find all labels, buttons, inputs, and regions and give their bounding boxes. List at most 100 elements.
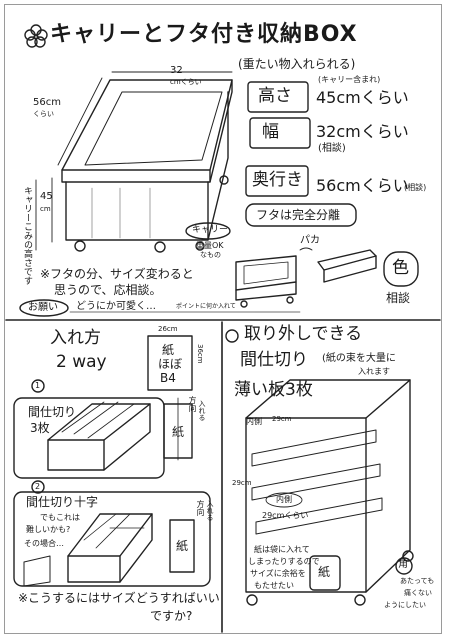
- carry-height-note: キャリーこみの高さです: [22, 186, 32, 285]
- left-subheading: 2 way: [56, 352, 107, 372]
- top-width-unit: cmくらい: [170, 78, 202, 86]
- step2-frame: [13, 491, 211, 587]
- corner-note-1: あたっても: [400, 577, 435, 585]
- lid-note: フタは完全分離: [256, 208, 341, 222]
- inner-label: 内側: [246, 417, 262, 426]
- step2-paper-label: 紙: [176, 539, 189, 553]
- box-body-front: [65, 181, 209, 241]
- request-badge-label: お願い: [28, 302, 58, 313]
- side-dimension: 29cm: [232, 479, 252, 487]
- inner-bottom-value: 29cmくらい: [262, 511, 309, 520]
- lid-inner-panel: [84, 91, 223, 166]
- step2-sub-1: でもこれは: [40, 513, 80, 522]
- height-dim-unit: cm: [40, 205, 51, 213]
- paper-note-3: サイズに余裕を: [250, 569, 306, 578]
- wheel: [74, 240, 86, 252]
- step2-direction: 方向: [196, 500, 205, 516]
- spec-width-value: 32cmくらい: [316, 122, 409, 141]
- carry-callout: [185, 222, 231, 240]
- depth-dim-unit: くらい: [33, 110, 54, 118]
- right-sub-note-2: 入れます: [358, 367, 390, 376]
- spec-height-label: 高さ: [258, 86, 292, 106]
- lid-front-edge: [61, 169, 211, 183]
- spec-height-value: 45cmくらい: [316, 88, 409, 107]
- request-badge: [19, 299, 69, 317]
- height-dim-label: 45: [40, 191, 53, 202]
- step2-paper: [169, 519, 195, 573]
- right-heading: 取り外しできる: [244, 324, 363, 344]
- step1-direction-2: 入れる: [198, 400, 206, 421]
- spec-depth-label: 奥行き: [252, 170, 303, 190]
- top-width-label: 32: [170, 65, 183, 76]
- paper-label-1: 紙: [162, 343, 175, 357]
- step1-marker: [31, 379, 45, 393]
- right-sub-note-1: (紙の束を大量に: [322, 353, 396, 364]
- step1-paper-label: 紙: [172, 425, 185, 439]
- flower-icon: [24, 24, 48, 48]
- corner-note-2: 痛くない: [404, 589, 432, 597]
- box-body-side: [207, 91, 229, 241]
- request-small: ポイントに何か入れて: [176, 303, 236, 310]
- step2-text: 間仕切り十字: [26, 495, 99, 509]
- left-footer-1: ※こうするにはサイズどうすればいい: [18, 591, 220, 605]
- box-lid-top: [61, 79, 233, 171]
- page-title: キャリーとフタ付き収納BOX: [50, 22, 358, 47]
- depth-dim-label: 56cm: [33, 97, 61, 108]
- spec-box-height: [247, 81, 309, 113]
- carry-callout-note-2: なもの: [200, 251, 221, 259]
- spec-width-note: (相談): [318, 143, 346, 154]
- spec-box-depth: [245, 165, 309, 197]
- paper-bag-label: 紙: [318, 565, 331, 579]
- paper-bag-box: [309, 555, 341, 591]
- left-footer-2: ですか?: [150, 609, 193, 623]
- size-note-2: 思うので、応相談。: [54, 283, 162, 297]
- paper-note-1: 紙は袋に入れて: [254, 545, 310, 554]
- lid-note-box: [245, 203, 357, 227]
- page-subtitle: (重たい物入れられる): [238, 57, 356, 71]
- inner-value: 29cm: [272, 415, 292, 423]
- spec-depth-value: 56cmくらい: [316, 176, 409, 195]
- inner-bottom-label: 内側: [276, 495, 292, 504]
- lid-sound: パカ: [300, 235, 320, 246]
- spec-height-note: (キャリー含まれ): [318, 75, 381, 84]
- paper-height: 36cm: [196, 344, 204, 364]
- step1-text-2: 3枚: [30, 421, 50, 435]
- spec-box-width: [249, 117, 311, 149]
- step2-direction-2: 入れる: [206, 500, 214, 521]
- step2-sub-3: その場合…: [24, 539, 64, 548]
- partition-box-side: [365, 379, 411, 593]
- corner-marker: [395, 557, 413, 575]
- request-text: どうにか可愛く…: [76, 301, 156, 312]
- step2-number: 2: [35, 482, 41, 491]
- paper-sheet: [147, 335, 193, 391]
- corner-note-3: ようにしたい: [384, 601, 426, 609]
- paper-label-3: B4: [160, 371, 176, 385]
- color-badge: [383, 251, 419, 287]
- carry-callout-label: キャリー: [192, 225, 229, 235]
- color-label: 色: [392, 258, 409, 278]
- paper-note-2: しまったりするので: [248, 557, 320, 566]
- plates-label: 薄い板3枚: [234, 380, 313, 400]
- step1-direction: 方向: [188, 396, 197, 412]
- paper-label-2: ほぼ: [158, 357, 183, 371]
- wheel: [154, 241, 166, 253]
- step1-text-1: 間仕切り: [28, 405, 77, 419]
- spec-width-label: 幅: [262, 122, 279, 142]
- size-note-1: ※フタの分、サイズ変わると: [40, 267, 194, 281]
- corner-label: 角: [398, 559, 408, 570]
- step1-number: 1: [35, 381, 41, 390]
- color-note: 相談: [386, 291, 411, 305]
- partition-box-front: [245, 417, 367, 593]
- page-border: [4, 4, 442, 634]
- spec-depth-note: (相談): [404, 183, 427, 192]
- paper-width: 26cm: [158, 325, 178, 333]
- step2-marker: [31, 480, 45, 494]
- left-heading: 入れ方: [50, 328, 101, 348]
- paper-note-4: もたせたい: [254, 581, 294, 590]
- step2-sub-2: 難しいかも?: [26, 525, 71, 534]
- wheel: [219, 175, 229, 185]
- right-subheading: 間仕切り: [240, 350, 308, 370]
- carry-callout-note-1: 重量OK: [196, 241, 224, 250]
